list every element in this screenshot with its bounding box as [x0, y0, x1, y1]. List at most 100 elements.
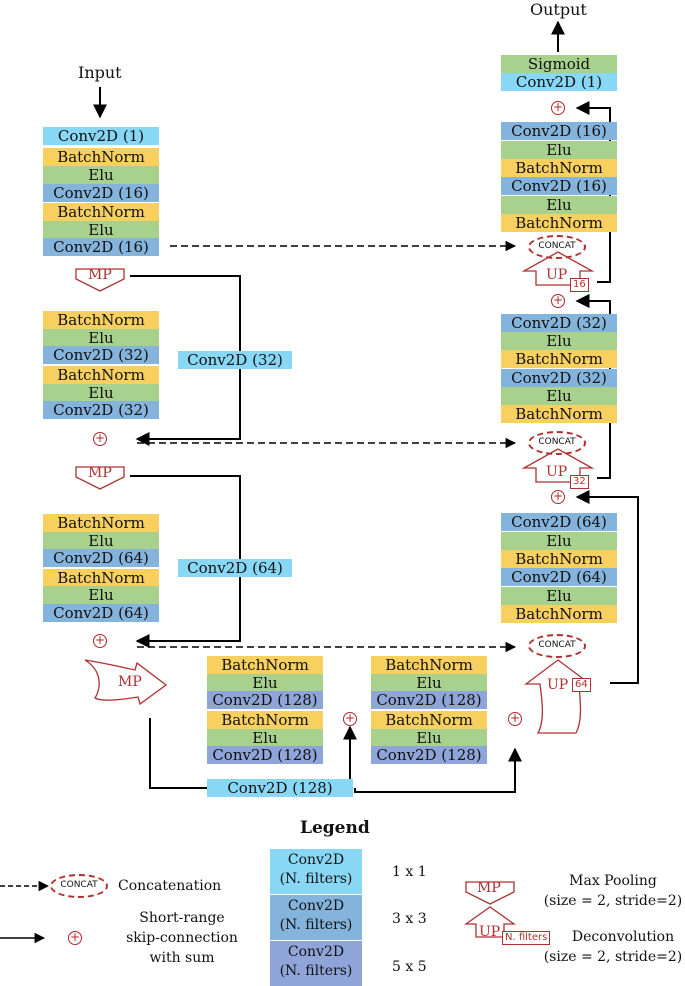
legend-block-3x3-line2: (N. filters) — [279, 917, 353, 933]
enc3-elu-1: Elu — [43, 532, 159, 550]
legend-concatenation-text: Concatenation — [118, 878, 222, 894]
dec16-elu-1: Elu — [501, 141, 617, 159]
legend-block-3x3: Conv2D (N. filters) — [270, 895, 362, 940]
bot-r-elu-1: Elu — [371, 674, 487, 692]
bot-l-elu-2: Elu — [207, 729, 323, 747]
enc3-elu-2: Elu — [43, 586, 159, 604]
bot-l-batchnorm-2: BatchNorm — [207, 711, 323, 729]
enc1-conv-2: Conv2D (16) — [43, 184, 159, 202]
bot-r-conv-2: Conv2D (128) — [371, 746, 487, 764]
legend-title: Legend — [300, 818, 370, 838]
legend-concat-node: CONCAT — [50, 874, 108, 898]
output-label: Output — [530, 0, 587, 19]
mp-label-2: MP — [88, 465, 112, 481]
enc2-skip-conv: Conv2D (32) — [178, 351, 292, 369]
enc1-batchnorm-2: BatchNorm — [43, 203, 159, 221]
skip-connection-4 — [354, 747, 522, 793]
enc1-conv-1: Conv2D (1) — [43, 127, 159, 145]
up-label-32: UP — [546, 464, 568, 480]
dec32-conv-2: Conv2D (32) — [501, 369, 617, 387]
input-label: Input — [78, 63, 122, 82]
up-filters-32: 32 — [570, 475, 589, 489]
enc1-batchnorm-1: BatchNorm — [43, 148, 159, 166]
enc1-elu-1: Elu — [43, 166, 159, 184]
legend-block-5x5-line1: Conv2D — [287, 944, 345, 960]
legend-deconv-line1: Deconvolution — [571, 929, 675, 945]
dec16-elu-2: Elu — [501, 196, 617, 214]
bot-l-elu-1: Elu — [207, 674, 323, 692]
dec32-conv-1: Conv2D (32) — [501, 314, 617, 332]
dec32-batchnorm-1: BatchNorm — [501, 350, 617, 368]
legend-block-3x3-line1: Conv2D — [287, 898, 345, 914]
concat-node-16: CONCAT — [528, 235, 586, 259]
sum-icon-dec32: + — [551, 293, 565, 308]
dec64-batchnorm-2: BatchNorm — [501, 605, 617, 623]
up-label-64: UP — [547, 677, 569, 693]
mp-arrow-1 — [75, 268, 125, 292]
enc2-elu-2: Elu — [43, 384, 159, 402]
legend-deconv-line2: (size = 2, stride=2) — [543, 949, 683, 965]
enc3-batchnorm-1: BatchNorm — [43, 514, 159, 532]
legend-block-1x1-line2: (N. filters) — [279, 871, 353, 887]
sum-icon-dec16: + — [551, 100, 565, 115]
sum-icon-bot-r: + — [508, 711, 522, 726]
concat-node-64: CONCAT — [528, 634, 586, 658]
dec64-conv-2: Conv2D (64) — [501, 568, 617, 586]
enc3-conv-2: Conv2D (64) — [43, 604, 159, 622]
bot-r-conv-1: Conv2D (128) — [371, 691, 487, 709]
legend-kernel-1x1: 1 x 1 — [392, 864, 427, 880]
enc1-elu-2: Elu — [43, 221, 159, 239]
dec64-conv-1: Conv2D (64) — [501, 513, 617, 531]
skip-connection-7 — [575, 101, 611, 283]
mp-label-1: MP — [88, 267, 112, 283]
bot-l-batchnorm-1: BatchNorm — [207, 656, 323, 674]
dec32-elu-2: Elu — [501, 387, 617, 405]
enc2-conv-2: Conv2D (32) — [43, 401, 159, 419]
legend-sum-icon: + — [68, 930, 82, 945]
enc3-skip-conv: Conv2D (64) — [178, 559, 292, 577]
dec-sigmoid: Sigmoid — [501, 55, 617, 73]
legend-mp-label: MP — [477, 880, 501, 896]
legend-up-filters: N. filters — [502, 931, 551, 945]
sum-icon-bot-l: + — [343, 711, 357, 726]
legend-kernel-5x5: 5 x 5 — [392, 959, 427, 975]
mp-arrow-2 — [75, 466, 125, 490]
mp-label-3: MP — [118, 674, 142, 690]
legend-block-1x1: Conv2D (N. filters) — [270, 849, 362, 894]
enc3-batchnorm-2: BatchNorm — [43, 569, 159, 587]
concat-node-32: CONCAT — [528, 431, 586, 455]
enc2-elu-1: Elu — [43, 329, 159, 347]
up-filters-64: 64 — [572, 678, 591, 692]
bot-r-elu-2: Elu — [371, 729, 487, 747]
legend-mp-arrow — [465, 881, 515, 905]
dec16-batchnorm-2: BatchNorm — [501, 214, 617, 232]
dec32-elu-1: Elu — [501, 332, 617, 350]
up-filters-16: 16 — [570, 278, 589, 292]
dec64-elu-2: Elu — [501, 587, 617, 605]
dec64-batchnorm-1: BatchNorm — [501, 550, 617, 568]
dec-conv-out: Conv2D (1) — [501, 73, 617, 91]
legend-skip-line3: with sum — [149, 950, 215, 966]
dec32-batchnorm-2: BatchNorm — [501, 405, 617, 423]
enc2-batchnorm-1: BatchNorm — [43, 311, 159, 329]
legend-block-5x5: Conv2D (N. filters) — [270, 941, 362, 986]
up-label-16: UP — [546, 267, 568, 283]
bot-l-conv-1: Conv2D (128) — [207, 691, 323, 709]
legend-up-label: UP — [479, 924, 501, 940]
skip-connection-5 — [575, 490, 639, 684]
dec64-elu-1: Elu — [501, 532, 617, 550]
bot-l-conv-2: Conv2D (128) — [207, 746, 323, 764]
legend-maxpool-line1: Max Pooling — [569, 873, 657, 889]
bot-skip-conv: Conv2D (128) — [207, 779, 353, 797]
legend-block-1x1-line1: Conv2D — [287, 852, 345, 868]
bot-r-batchnorm-1: BatchNorm — [371, 656, 487, 674]
legend-skip-line1: Short-range — [139, 910, 225, 926]
dec16-batchnorm-1: BatchNorm — [501, 159, 617, 177]
sum-icon-dec64: + — [551, 489, 565, 504]
legend-skip-line2: skip-connection — [126, 930, 238, 946]
sum-icon-enc2: + — [93, 431, 107, 446]
legend-kernel-3x3: 3 x 3 — [392, 911, 427, 927]
legend-maxpool-line2: (size = 2, stride=2) — [543, 893, 683, 909]
dec16-conv-1: Conv2D (16) — [501, 122, 617, 140]
legend-block-5x5-line2: (N. filters) — [279, 963, 353, 979]
